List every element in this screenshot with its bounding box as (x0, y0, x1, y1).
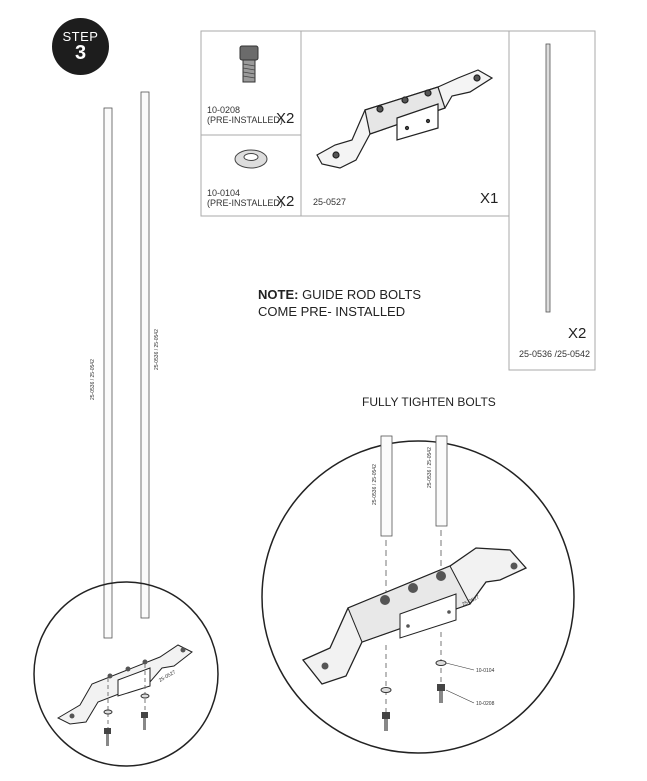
detail-rod-1-label: 25-0536 / 25-0542 (372, 464, 378, 505)
rod-left-2-label: 25-0536 / 25-0542 (154, 329, 160, 370)
washer-qty: X2 (276, 193, 295, 210)
rod-icon (545, 43, 551, 313)
detail-rod-2-label: 25-0536 / 25-0542 (427, 447, 433, 488)
rod-cell (508, 30, 596, 371)
parts-table (200, 30, 596, 371)
rod-left-2 (140, 91, 150, 619)
note-label: NOTE: (258, 287, 299, 302)
note-text: NOTE: GUIDE ROD BOLTS COME PRE- INSTALLE… (258, 286, 421, 320)
step-word: STEP (62, 29, 99, 44)
detail-rod-2 (435, 435, 448, 527)
bracket-qty: X1 (480, 190, 499, 207)
rod-left-1 (103, 107, 113, 639)
small-detail: 25-0527 (33, 581, 219, 767)
detail-caption: FULLY TIGHTEN BOLTS (362, 395, 496, 409)
rod-left-1-label: 25-0536 / 25-0542 (90, 359, 96, 400)
bolt-code: 10-0208 (PRE-INSTALLED) (207, 105, 283, 125)
left-rods: 25-0536 / 25-0542 25-0536 / 25-0542 (90, 91, 160, 639)
washer-code: 10-0104 (PRE-INSTALLED) (207, 188, 283, 208)
small-bracket-label: 25-0527 (158, 669, 177, 683)
step-number: 3 (74, 42, 87, 64)
bolt-callout: 10-0208 (476, 701, 495, 707)
bolt-qty: X2 (276, 110, 295, 127)
washer-icon (234, 149, 268, 169)
detail-rod-1 (380, 435, 393, 537)
rod-code: 25-0536 /25-0542 (519, 349, 591, 359)
bolt-icon (239, 45, 259, 83)
step-badge: STEP 3 (52, 18, 109, 75)
large-detail: 25-0536 / 25-0542 25-0536 / 25-0542 25-0… (261, 435, 575, 754)
bracket-code: 25-0527 (313, 197, 347, 207)
washer-callout: 10-0104 (476, 668, 495, 674)
bracket-icon (316, 69, 494, 169)
rod-qty: X2 (568, 325, 587, 342)
note-line2: COME PRE- INSTALLED (258, 304, 406, 319)
note-line1: GUIDE ROD BOLTS (298, 287, 422, 302)
